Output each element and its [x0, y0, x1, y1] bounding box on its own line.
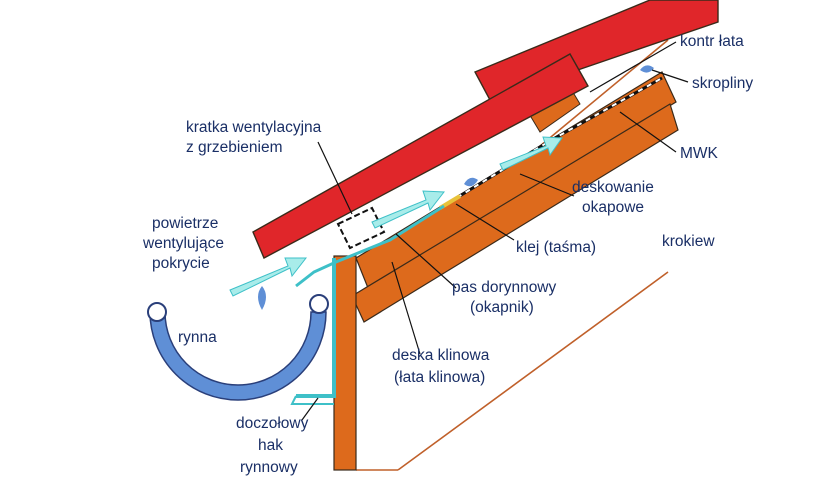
roof-tile-upper [474, 0, 719, 101]
label-pas-2: (okapnik) [470, 299, 534, 316]
label-krokiew: krokiew [662, 233, 715, 250]
leader-kontr-lata [589, 41, 677, 93]
air-arrow-2 [371, 190, 445, 229]
gutter-hook [296, 258, 336, 398]
leader-pas [395, 233, 457, 289]
label-deskowanie-1: deskowanie [572, 179, 654, 196]
droplet-top [640, 65, 654, 73]
leader-deska [391, 261, 421, 355]
label-kratka-1: kratka wentylacyjna [186, 119, 322, 136]
droplet-boarding [464, 177, 478, 187]
label-powietrze-1: powietrze [152, 215, 218, 232]
rafter-outline-bottom [397, 271, 669, 471]
leader-mwk [619, 111, 677, 153]
label-mwk: MWK [680, 145, 719, 162]
droplet-gutter [258, 286, 266, 310]
label-kratka-2: z grzebieniem [186, 139, 283, 156]
leader-kratka [317, 141, 353, 215]
air-arrow-1 [229, 257, 308, 297]
gutter-hook-return [290, 395, 334, 405]
leader-deskowanie [519, 173, 575, 197]
label-deskowanie-2: okapowe [582, 199, 644, 216]
label-deska-1: deska klinowa [392, 347, 490, 364]
air-arrow-3 [499, 136, 563, 171]
leader-hak [301, 397, 319, 421]
fascia-board [333, 255, 357, 471]
leader-klej [455, 203, 515, 241]
leader-skropliny [651, 69, 689, 83]
label-klej: klej (taśma) [516, 239, 596, 256]
gutter-bead-left [147, 302, 167, 322]
ventilation-grille [336, 206, 386, 250]
label-kontr-lata: kontr łata [680, 33, 744, 50]
label-skropliny: skropliny [692, 75, 753, 92]
label-deska-2: (łata klinowa) [394, 369, 485, 386]
gutter-bead-right [309, 294, 329, 314]
label-hak-3: rynnowy [240, 459, 298, 476]
label-pas-1: pas dorynnowy [452, 279, 557, 296]
label-powietrze-2: wentylujące [142, 235, 224, 252]
label-hak-2: hak [258, 437, 283, 454]
label-rynna: rynna [178, 329, 217, 346]
mwk-membrane-dashes [439, 77, 663, 209]
label-hak-1: doczołowy [236, 415, 309, 432]
gutter [149, 311, 327, 401]
roof-tile-lower [252, 53, 589, 259]
label-powietrze-3: pokrycie [152, 255, 210, 272]
